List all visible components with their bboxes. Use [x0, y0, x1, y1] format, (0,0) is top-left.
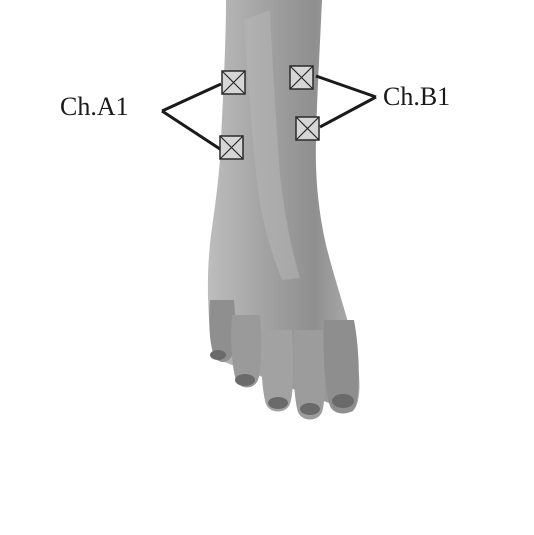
- electrode-a-lower: [220, 136, 243, 159]
- lead-a-upper: [162, 84, 221, 111]
- toenail: [235, 374, 255, 386]
- electrode-b-upper: [290, 66, 313, 89]
- lead-b-upper: [316, 76, 376, 97]
- electrode-a-upper: [222, 71, 245, 94]
- toenail: [210, 350, 226, 360]
- toenail: [332, 394, 354, 408]
- toenail: [300, 403, 320, 415]
- lead-b-lower: [320, 97, 376, 127]
- channel-b1-label: Ch.B1: [383, 84, 450, 110]
- channel-a1-label: Ch.A1: [60, 94, 129, 120]
- toenail: [268, 397, 288, 409]
- lead-a-lower: [162, 111, 220, 149]
- electrode-b-lower: [296, 117, 319, 140]
